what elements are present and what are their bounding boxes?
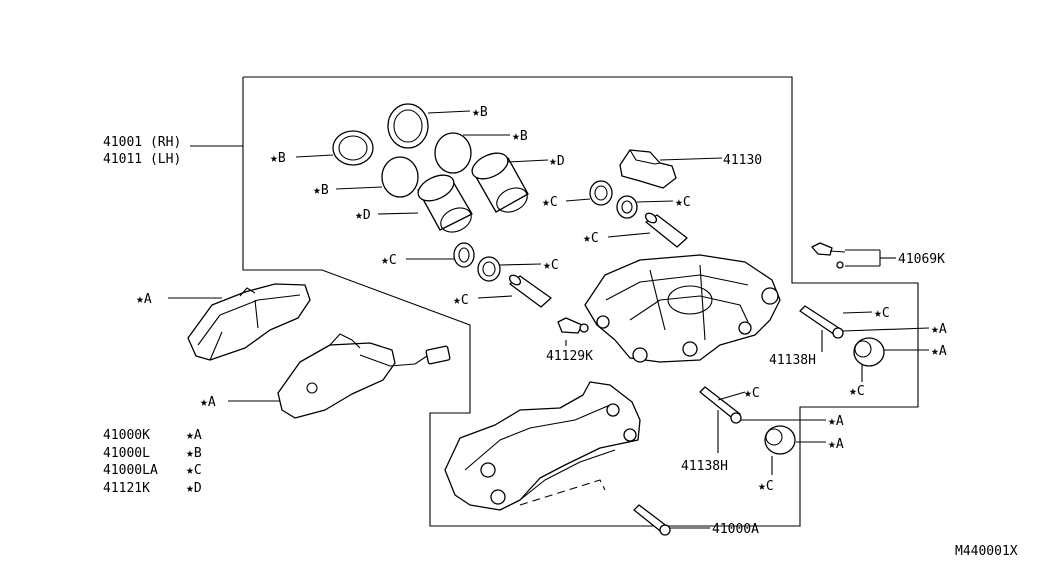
mark-c10: ★C <box>758 479 774 494</box>
cap-upper[interactable] <box>853 337 885 367</box>
mark-a4: ★A <box>828 437 844 452</box>
mark-c3: ★C <box>583 231 599 246</box>
mark-b2: ★B <box>512 129 528 144</box>
brake-pad-outer[interactable] <box>187 283 311 361</box>
label-41138h-lower: 41138H <box>681 459 728 474</box>
mark-a3: ★A <box>828 414 844 429</box>
mark-b3: ★B <box>270 151 286 166</box>
cap-lower[interactable] <box>764 425 796 455</box>
legend-mark-1: ★A <box>186 428 202 443</box>
sleeve-lower[interactable] <box>508 273 552 308</box>
label-41000a: 41000A <box>712 522 759 537</box>
legend-mark-3: ★C <box>186 463 202 478</box>
pin-bolt-lower[interactable] <box>699 386 742 424</box>
legend-mark-4: ★D <box>186 481 202 496</box>
legend-part-3: 41000LA <box>103 463 158 478</box>
sensor-41069k[interactable] <box>811 242 846 269</box>
mark-c2: ★C <box>675 195 691 210</box>
caliper-body[interactable] <box>584 254 781 363</box>
boot-1[interactable] <box>589 180 613 206</box>
label-41001: 41001 (RH) <box>103 135 181 150</box>
bleeder-41129k[interactable] <box>557 317 589 334</box>
mark-a2: ★A <box>931 344 947 359</box>
sleeve-upper[interactable] <box>644 211 688 248</box>
legend-part-2: 41000L <box>103 446 150 461</box>
mount-bolt-41000a[interactable] <box>633 504 671 536</box>
torque-member[interactable] <box>444 381 641 511</box>
mark-a6: ★A <box>200 395 216 410</box>
bracket-41130[interactable] <box>619 149 677 189</box>
piston-2[interactable] <box>414 170 475 237</box>
seal-ring-3[interactable] <box>434 132 472 174</box>
mark-c1: ★C <box>542 195 558 210</box>
mark-a1: ★A <box>931 322 947 337</box>
boot-4[interactable] <box>477 256 501 282</box>
piston-1[interactable] <box>468 148 531 217</box>
pin-bolt-upper[interactable] <box>799 305 844 339</box>
label-41130: 41130 <box>723 153 762 168</box>
seal-ring-1[interactable] <box>387 103 429 149</box>
mark-c6: ★C <box>453 293 469 308</box>
boot-2[interactable] <box>616 195 638 219</box>
mark-d1: ★D <box>549 154 565 169</box>
legend-part-1: 41000K <box>103 428 150 443</box>
mark-c9: ★C <box>744 386 760 401</box>
boot-3[interactable] <box>453 242 475 268</box>
part-labels: 41001 (RH) 41011 (LH) 41130 41069K 41129… <box>103 135 1018 559</box>
mark-b4: ★B <box>313 183 329 198</box>
assembly-boundary <box>242 76 919 527</box>
label-41011: 41011 (LH) <box>103 152 181 167</box>
legend-part-4: 41121K <box>103 481 150 496</box>
legend: 41000K ★A 41000L ★B 41000LA ★C 41121K ★D <box>103 428 202 496</box>
figure-code: M440001X <box>955 544 1018 559</box>
mark-c4: ★C <box>381 253 397 268</box>
leader-lines <box>168 110 930 529</box>
seal-ring-4[interactable] <box>381 156 419 198</box>
seal-ring-2[interactable] <box>332 130 374 166</box>
legend-mark-2: ★B <box>186 446 202 461</box>
mark-c8: ★C <box>849 384 865 399</box>
mark-c5: ★C <box>543 258 559 273</box>
mark-d2: ★D <box>355 208 371 223</box>
callout-marks: ★B ★B ★B ★D ★B ★C ★C ★D ★C ★C ★C ★C ★C ★… <box>136 105 947 494</box>
mark-a5: ★A <box>136 292 152 307</box>
label-41138h-upper: 41138H <box>769 353 816 368</box>
label-41069k: 41069K <box>898 252 945 267</box>
brake-pad-inner[interactable] <box>277 333 451 419</box>
label-41129k: 41129K <box>546 349 593 364</box>
mark-c7: ★C <box>874 306 890 321</box>
mark-b1: ★B <box>472 105 488 120</box>
